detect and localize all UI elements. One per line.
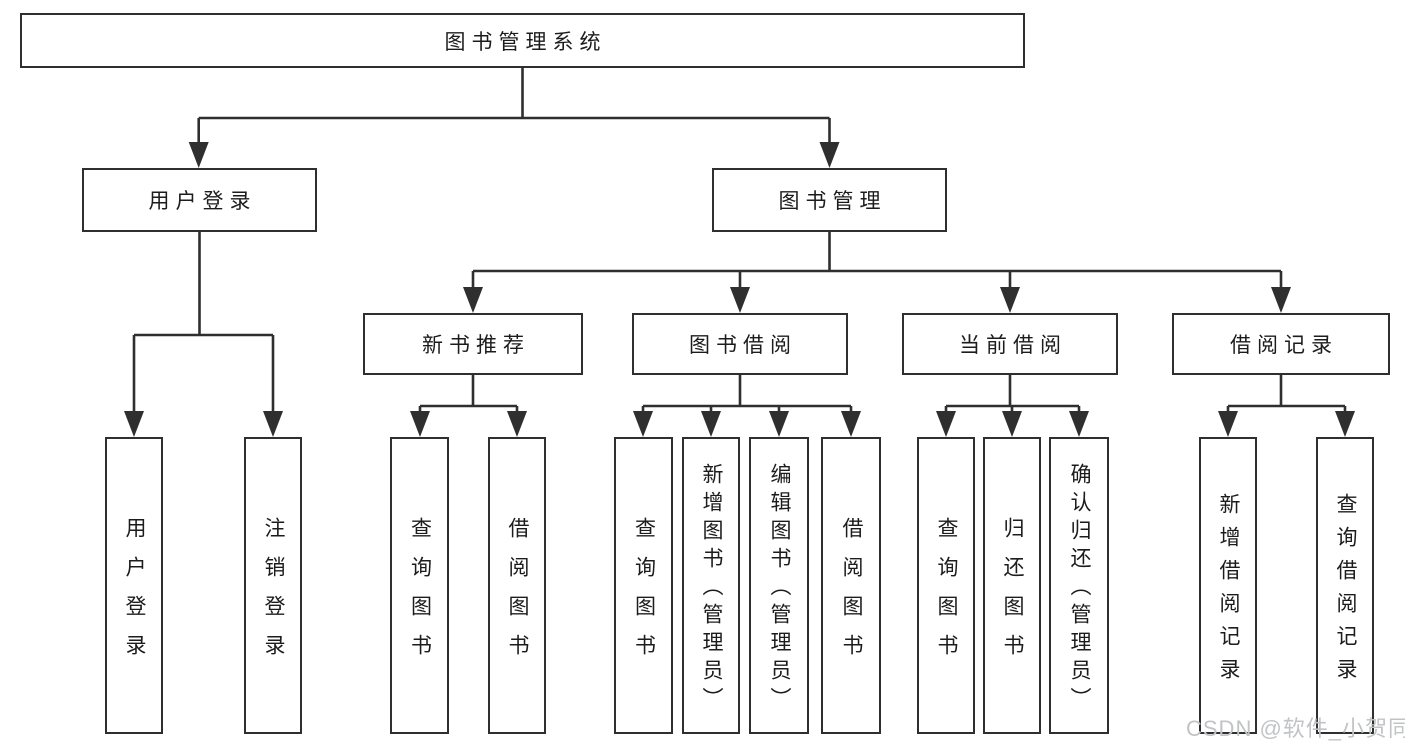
- leaf-records-add-record: 新增借阅记录: [1199, 437, 1257, 734]
- node-book-management: 图书管理: [712, 168, 947, 232]
- arrowhead-icon: [188, 142, 209, 168]
- arrowhead-icon: [1000, 287, 1020, 313]
- node-current-borrow: 当前借阅: [902, 313, 1118, 375]
- arrowhead-icon: [1069, 411, 1089, 437]
- leaf-logout: 注销登录: [244, 437, 302, 734]
- leaf-records-query-record: 查询借阅记录: [1316, 437, 1374, 734]
- arrowhead-icon: [1002, 411, 1022, 437]
- node-book-borrow: 图书借阅: [632, 313, 848, 375]
- arrowhead-icon: [410, 411, 430, 437]
- node-root: 图书管理系统: [20, 13, 1025, 68]
- arrowhead-icon: [1335, 411, 1355, 437]
- leaf-newbook-query-books: 查询图书: [390, 437, 449, 734]
- arrowhead-icon: [701, 411, 721, 437]
- leaf-current-return-books: 归还图书: [983, 437, 1041, 734]
- node-user-login: 用户登录: [82, 168, 317, 232]
- arrowhead-icon: [769, 411, 789, 437]
- leaf-borrow-add-books-admin: 新增图书（管理员）: [682, 437, 740, 734]
- leaf-borrow-query-books: 查询图书: [614, 437, 673, 734]
- leaf-current-query-books: 查询图书: [917, 437, 975, 734]
- arrowhead-icon: [633, 411, 653, 437]
- arrowhead-icon: [841, 411, 861, 437]
- arrowhead-icon: [1271, 287, 1291, 313]
- leaf-current-confirm-return-admin: 确认归还（管理员）: [1049, 437, 1109, 734]
- leaf-borrow-edit-books-admin: 编辑图书（管理员）: [749, 437, 809, 734]
- arrowhead-icon: [124, 411, 144, 437]
- arrowhead-icon: [936, 411, 956, 437]
- leaf-borrow-borrow-books: 借阅图书: [821, 437, 881, 734]
- node-borrow-records: 借阅记录: [1172, 313, 1390, 375]
- arrowhead-icon: [463, 287, 483, 313]
- arrowhead-icon: [263, 411, 283, 437]
- arrowhead-icon: [1218, 411, 1238, 437]
- arrowhead-icon: [730, 287, 750, 313]
- leaf-newbook-borrow-books: 借阅图书: [488, 437, 546, 734]
- leaf-user-login: 用户登录: [105, 437, 163, 734]
- arrowhead-icon: [507, 411, 527, 437]
- watermark: CSDN @软件_小贺同学: [1186, 716, 1405, 741]
- arrowhead-icon: [819, 142, 840, 168]
- node-new-book-recommend: 新书推荐: [363, 313, 583, 375]
